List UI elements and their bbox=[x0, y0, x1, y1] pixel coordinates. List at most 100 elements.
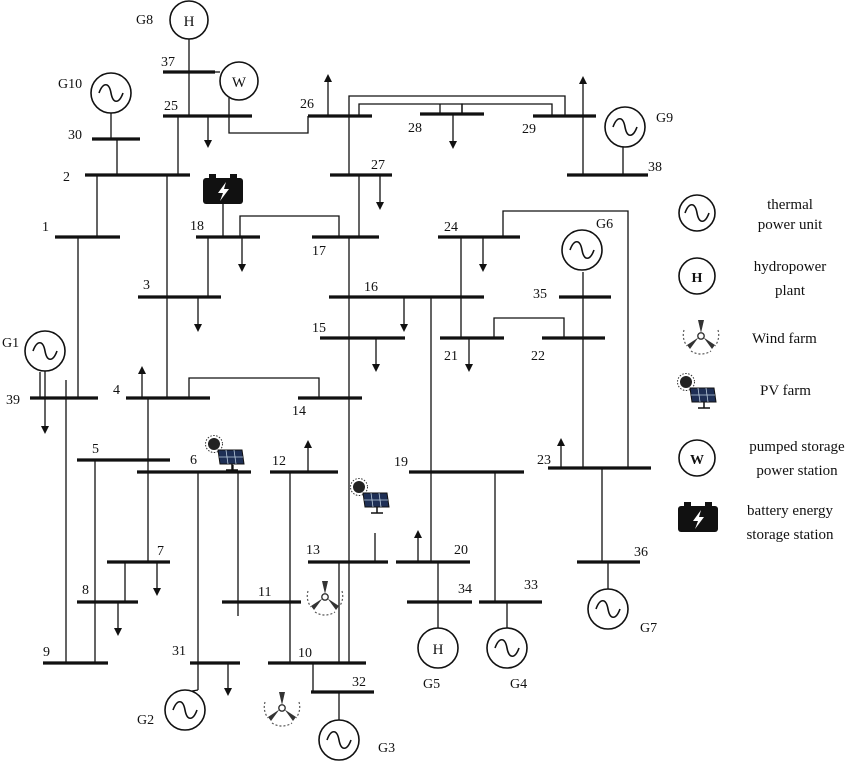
load-arrow bbox=[414, 530, 422, 562]
load-arrow bbox=[138, 366, 146, 398]
bus-label-10: 10 bbox=[298, 646, 312, 661]
bus-label-11: 11 bbox=[258, 585, 271, 600]
bus-label-36: 36 bbox=[634, 545, 648, 560]
legend-label: plant bbox=[775, 283, 806, 299]
loads bbox=[41, 74, 587, 696]
solar-panel-icon bbox=[349, 477, 390, 514]
load-arrow bbox=[224, 663, 232, 696]
bus-label-3: 3 bbox=[143, 278, 150, 293]
bus-label-1: 1 bbox=[42, 220, 49, 235]
bus-label-13: 13 bbox=[306, 543, 320, 558]
gen-label-g9: G9 bbox=[656, 111, 673, 126]
generator-g1: G1 bbox=[2, 330, 66, 398]
gen-label-g7: G7 bbox=[640, 621, 657, 636]
bus-label-7: 7 bbox=[157, 544, 164, 559]
gen-label-g6: G6 bbox=[596, 217, 613, 232]
bus-label-16: 16 bbox=[364, 280, 378, 295]
load-arrow bbox=[194, 297, 202, 332]
generator-g6: G6 bbox=[561, 217, 613, 271]
legend-item-pv: PV farm bbox=[676, 372, 811, 409]
generator-g8: H G8 bbox=[136, 0, 209, 40]
bus-label-38: 38 bbox=[648, 160, 662, 175]
wind-turbine-icon bbox=[306, 580, 344, 616]
bus-label-35: 35 bbox=[533, 287, 547, 302]
hydro-h-icon: H bbox=[692, 271, 703, 286]
load-arrow bbox=[376, 175, 384, 210]
bus-label-12: 12 bbox=[272, 454, 286, 469]
load-arrow bbox=[557, 438, 565, 468]
generator-g10: G10 bbox=[58, 72, 132, 139]
legend-label: power station bbox=[756, 463, 838, 479]
bus-label-20: 20 bbox=[454, 543, 468, 558]
generators: H G8 W G10 G9 G6 G1 bbox=[2, 0, 673, 761]
legend-label: thermal bbox=[767, 197, 813, 213]
pumped-storage-w-icon: W bbox=[232, 75, 247, 91]
bus-label-25: 25 bbox=[164, 99, 178, 114]
legend: thermal power unit H hydropower plant Wi… bbox=[676, 194, 845, 543]
legend-label: battery energy bbox=[747, 503, 833, 519]
bus-label-8: 8 bbox=[82, 583, 89, 598]
gen-label-g10: G10 bbox=[58, 77, 82, 92]
bus-label-14: 14 bbox=[292, 404, 306, 419]
load-arrow bbox=[114, 602, 122, 636]
load-arrow bbox=[304, 440, 312, 472]
gen-label-g8: G8 bbox=[136, 13, 153, 28]
battery-icon bbox=[678, 502, 718, 532]
load-arrow bbox=[41, 398, 49, 434]
pv-farm-bus6 bbox=[204, 434, 245, 471]
legend-item-thermal: thermal power unit bbox=[678, 194, 823, 233]
bus-label-19: 19 bbox=[394, 455, 408, 470]
generator-g5: H G5 bbox=[417, 627, 459, 692]
hydro-h-icon: H bbox=[184, 14, 195, 30]
bus-label-17: 17 bbox=[312, 244, 326, 259]
legend-item-hydro: H hydropower plant bbox=[678, 257, 826, 299]
hydro-h-icon: H bbox=[433, 642, 444, 658]
legend-label: power unit bbox=[758, 217, 823, 233]
gen-label-g3: G3 bbox=[378, 741, 395, 756]
load-arrow bbox=[204, 116, 212, 148]
bus-label-2: 2 bbox=[63, 170, 70, 185]
load-arrow bbox=[238, 237, 246, 272]
wind-farm-bus10 bbox=[263, 691, 301, 727]
bus-label-21: 21 bbox=[444, 349, 458, 364]
gen-label-g1: G1 bbox=[2, 336, 19, 351]
generator-g2: G2 bbox=[137, 689, 206, 731]
bus-label-32: 32 bbox=[352, 675, 366, 690]
wind-farm-bus11 bbox=[306, 580, 344, 616]
bus-label-34: 34 bbox=[458, 582, 472, 597]
generator-g9: G9 bbox=[604, 106, 673, 148]
bus-label-6: 6 bbox=[190, 453, 197, 468]
bus-label-29: 29 bbox=[522, 122, 536, 137]
bus-label-24: 24 bbox=[444, 220, 458, 235]
pv-farm-bus13 bbox=[349, 477, 390, 514]
bus-labels: 1 2 3 4 5 6 7 8 9 10 11 12 13 14 15 16 1… bbox=[6, 55, 662, 690]
legend-label: Wind farm bbox=[752, 331, 817, 347]
legend-label: PV farm bbox=[760, 383, 811, 399]
generator-g3: G3 bbox=[318, 719, 395, 761]
bus-label-33: 33 bbox=[524, 578, 538, 593]
legend-item-wind: Wind farm bbox=[682, 319, 817, 355]
legend-label: pumped storage bbox=[749, 439, 845, 455]
load-arrow bbox=[465, 338, 473, 372]
bus-label-37: 37 bbox=[161, 55, 175, 70]
bus-label-39: 39 bbox=[6, 393, 20, 408]
bus-label-23: 23 bbox=[537, 453, 551, 468]
generator-g7: G7 bbox=[587, 588, 657, 636]
load-arrow bbox=[324, 74, 332, 116]
bus-label-31: 31 bbox=[172, 644, 186, 659]
bus-label-9: 9 bbox=[43, 645, 50, 660]
load-arrow bbox=[400, 297, 408, 332]
wind-turbine-icon bbox=[682, 319, 720, 355]
buses bbox=[30, 70, 651, 694]
bus-label-4: 4 bbox=[113, 383, 120, 398]
bus-label-15: 15 bbox=[312, 321, 326, 336]
solar-panel-icon bbox=[676, 372, 717, 409]
load-arrow bbox=[479, 237, 487, 272]
bus-label-22: 22 bbox=[531, 349, 545, 364]
gen-label-g2: G2 bbox=[137, 713, 154, 728]
load-arrow bbox=[372, 338, 380, 372]
bus-label-26: 26 bbox=[300, 97, 314, 112]
bus-label-27: 27 bbox=[371, 158, 385, 173]
generator-g4: G4 bbox=[486, 627, 528, 692]
